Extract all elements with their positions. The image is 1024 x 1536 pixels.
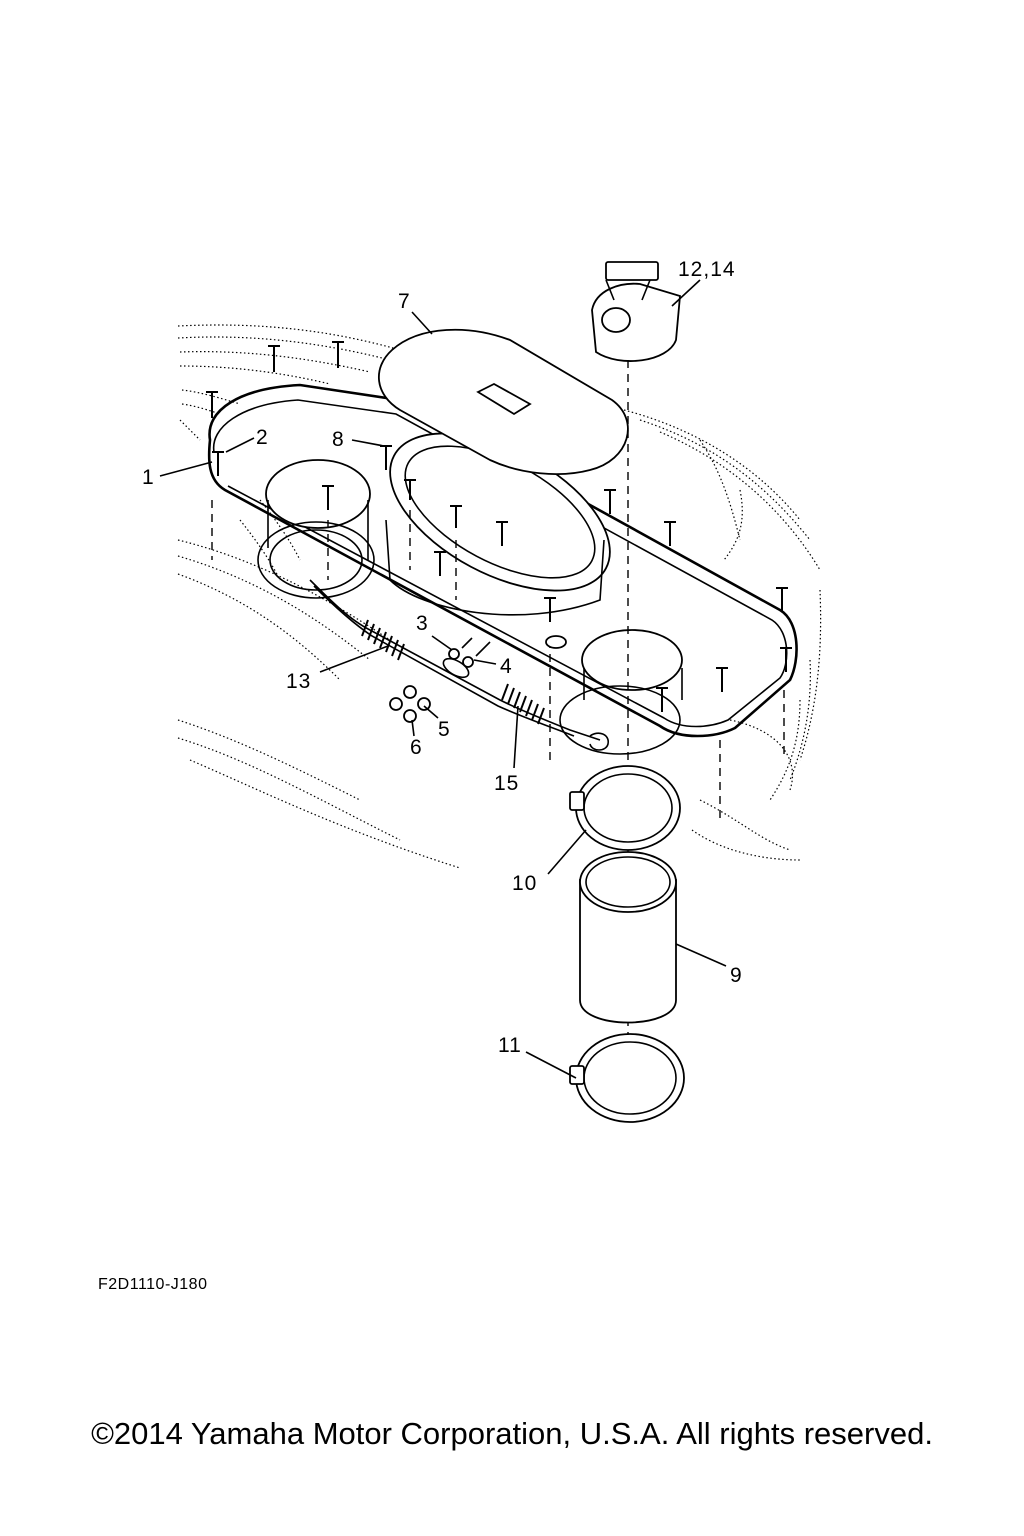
drain-plug-assembly <box>591 261 681 362</box>
callout-12-14: 12,14 <box>678 258 736 281</box>
callout-5: 5 <box>438 718 451 741</box>
callout-6: 6 <box>410 736 423 759</box>
callout-labels: 1 2 3 4 5 6 7 8 9 10 11 12,14 13 15 <box>142 258 743 1057</box>
lid <box>378 328 629 475</box>
small-hardware <box>389 635 567 723</box>
callout-3: 3 <box>416 612 429 635</box>
hose-clamp-upper <box>569 765 681 851</box>
leader-lines <box>159 279 727 1079</box>
callout-13: 13 <box>286 670 311 693</box>
callout-15: 15 <box>494 772 519 795</box>
cable-assembly <box>309 579 609 751</box>
alignment-lines <box>211 360 785 1080</box>
hose-clamp-lower <box>569 1033 685 1123</box>
copyright-notice: ©2014 Yamaha Motor Corporation, U.S.A. A… <box>91 1416 933 1451</box>
callout-9: 9 <box>730 964 743 987</box>
callout-1: 1 <box>142 466 155 489</box>
callout-8: 8 <box>332 428 345 451</box>
hose <box>579 851 677 1024</box>
callout-11: 11 <box>498 1034 522 1057</box>
screws <box>206 341 792 712</box>
hull-contours <box>177 324 822 869</box>
deck-plate <box>207 383 798 755</box>
figure-code: F2D1110-J180 <box>98 1276 208 1293</box>
callout-2: 2 <box>256 426 269 449</box>
callout-7: 7 <box>398 290 411 313</box>
callout-4: 4 <box>500 655 513 678</box>
callout-10: 10 <box>512 872 537 895</box>
